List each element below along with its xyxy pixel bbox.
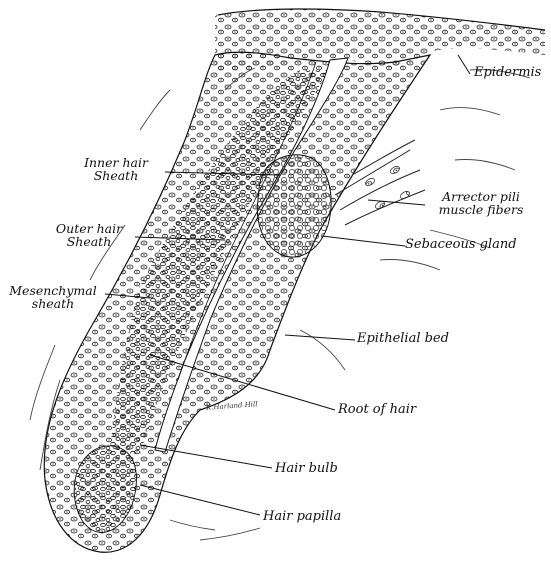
label-outer-hair-sheath: Outer hair Sheath xyxy=(44,222,134,248)
label-root-of-hair: Root of hair xyxy=(338,403,416,416)
label-hair-papilla: Hair papilla xyxy=(263,510,341,523)
label-arrector-pili-line2: muscle fibers xyxy=(425,203,537,216)
label-epithelial-bed: Epithelial bed xyxy=(357,332,449,345)
label-outer-hair-sheath-line2: Sheath xyxy=(44,235,134,248)
sebaceous-gland xyxy=(257,155,331,257)
label-hair-bulb: Hair bulb xyxy=(275,462,338,475)
label-arrector-pili: Arrector pili muscle fibers xyxy=(425,190,537,216)
label-inner-hair-sheath-line2: Sheath xyxy=(70,169,162,182)
label-mesenchymal-sheath: Mesenchymal sheath xyxy=(2,284,104,310)
leader-epithelial xyxy=(285,335,355,340)
leader-epidermis xyxy=(458,55,470,74)
leader-sebaceous xyxy=(322,236,405,246)
label-epidermis: Epidermis xyxy=(474,66,541,79)
label-inner-hair-sheath: Inner hair Sheath xyxy=(70,156,162,182)
label-mesenchymal-sheath-line2: sheath xyxy=(2,297,104,310)
label-sebaceous-gland: Sebaceous gland xyxy=(405,238,517,251)
